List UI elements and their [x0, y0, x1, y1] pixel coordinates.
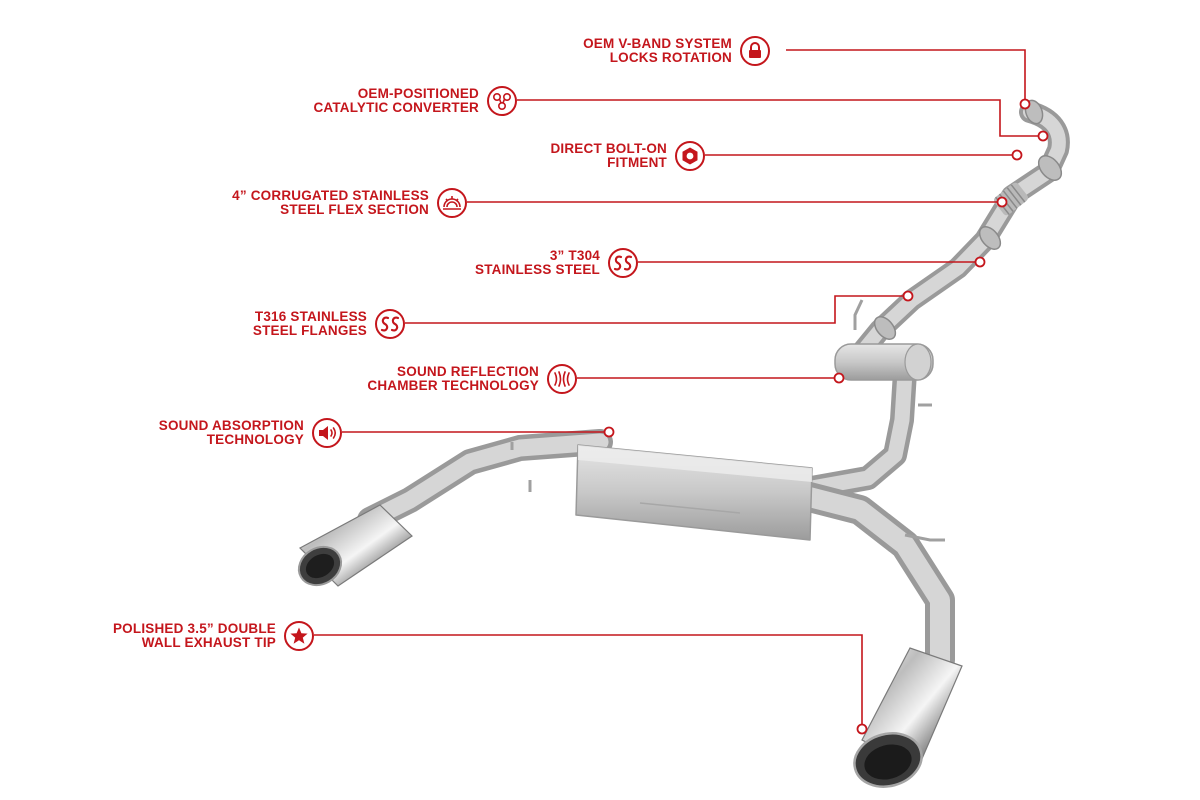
- catalytic-converter-icon: [487, 86, 517, 116]
- callout-t316: T316 STAINLESS STEEL FLANGES: [253, 309, 405, 339]
- callout-line: STEEL FLEX SECTION: [280, 202, 429, 217]
- callout-flex: 4” CORRUGATED STAINLESS STEEL FLEX SECTI…: [232, 188, 467, 218]
- callout-text: DIRECT BOLT-ON FITMENT: [550, 142, 667, 170]
- callout-line: FITMENT: [607, 155, 667, 170]
- callout-reflection: SOUND REFLECTION CHAMBER TECHNOLOGY: [367, 364, 577, 394]
- marker-tip: [856, 723, 868, 735]
- pipe-assembly: [357, 101, 1070, 675]
- speaker-icon: [312, 418, 342, 448]
- lock-icon: [740, 36, 770, 66]
- muffler: [575, 444, 813, 541]
- callout-text: 4” CORRUGATED STAINLESS STEEL FLEX SECTI…: [232, 189, 429, 217]
- leader-catalytic: [517, 99, 1043, 137]
- callout-line: TECHNOLOGY: [206, 432, 304, 447]
- flex-section-icon: [437, 188, 467, 218]
- marker-t304: [974, 256, 986, 268]
- flanges: [873, 99, 1063, 340]
- callout-line: SOUND ABSORPTION: [158, 418, 304, 433]
- marker-vband: [1019, 98, 1031, 110]
- leader-vband: [786, 49, 1026, 104]
- callout-line: POLISHED 3.5” DOUBLE: [112, 621, 276, 636]
- callout-line: T316 STAINLESS: [254, 309, 367, 324]
- callout-line: STAINLESS STEEL: [474, 262, 600, 277]
- callout-bolt-on: DIRECT BOLT-ON FITMENT: [550, 141, 705, 171]
- leader-t316: [405, 295, 908, 324]
- hex-bolt-icon: [675, 141, 705, 171]
- marker-flex: [996, 196, 1008, 208]
- stainless-steel-icon: [608, 248, 638, 278]
- callout-text: 3” T304 STAINLESS STEEL: [475, 249, 600, 277]
- callout-line: OEM V-BAND SYSTEM: [583, 36, 732, 51]
- marker-reflection: [833, 372, 845, 384]
- callout-text: SOUND ABSORPTION TECHNOLOGY: [159, 419, 304, 447]
- callout-line: LOCKS ROTATION: [609, 50, 732, 65]
- callout-text: OEM V-BAND SYSTEM LOCKS ROTATION: [583, 37, 732, 65]
- marker-bolt-on: [1011, 149, 1023, 161]
- callout-line: CHAMBER TECHNOLOGY: [367, 378, 539, 393]
- callout-text: T316 STAINLESS STEEL FLANGES: [253, 310, 367, 338]
- star-icon: [284, 621, 314, 651]
- callout-line: SOUND REFLECTION: [397, 364, 539, 379]
- callout-line: 3” T304: [549, 248, 600, 263]
- callout-text: POLISHED 3.5” DOUBLE WALL EXHAUST TIP: [113, 622, 276, 650]
- callout-line: DIRECT BOLT-ON: [550, 141, 667, 156]
- callout-t304: 3” T304 STAINLESS STEEL: [475, 248, 638, 278]
- stainless-steel-icon: [375, 309, 405, 339]
- callout-line: 4” CORRUGATED STAINLESS: [232, 188, 429, 203]
- left-exhaust-tip: [297, 504, 413, 587]
- callout-catalytic: OEM-POSITIONED CATALYTIC CONVERTER: [313, 86, 517, 116]
- sound-waves-icon: [547, 364, 577, 394]
- callout-vband: OEM V-BAND SYSTEM LOCKS ROTATION: [583, 36, 770, 66]
- callout-line: STEEL FLANGES: [252, 323, 367, 338]
- callout-tip: POLISHED 3.5” DOUBLE WALL EXHAUST TIP: [113, 621, 314, 651]
- marker-absorption: [603, 426, 615, 438]
- hangers: [510, 299, 945, 542]
- callout-line: CATALYTIC CONVERTER: [313, 100, 479, 115]
- resonator: [834, 343, 934, 381]
- callout-absorption: SOUND ABSORPTION TECHNOLOGY: [159, 418, 342, 448]
- marker-t316: [902, 290, 914, 302]
- callout-line: WALL EXHAUST TIP: [141, 635, 276, 650]
- leader-tip: [314, 634, 863, 729]
- callout-text: SOUND REFLECTION CHAMBER TECHNOLOGY: [367, 365, 539, 393]
- right-exhaust-tip: [853, 647, 963, 788]
- marker-catalytic: [1037, 130, 1049, 142]
- callout-line: OEM-POSITIONED: [357, 86, 479, 101]
- callout-text: OEM-POSITIONED CATALYTIC CONVERTER: [313, 87, 479, 115]
